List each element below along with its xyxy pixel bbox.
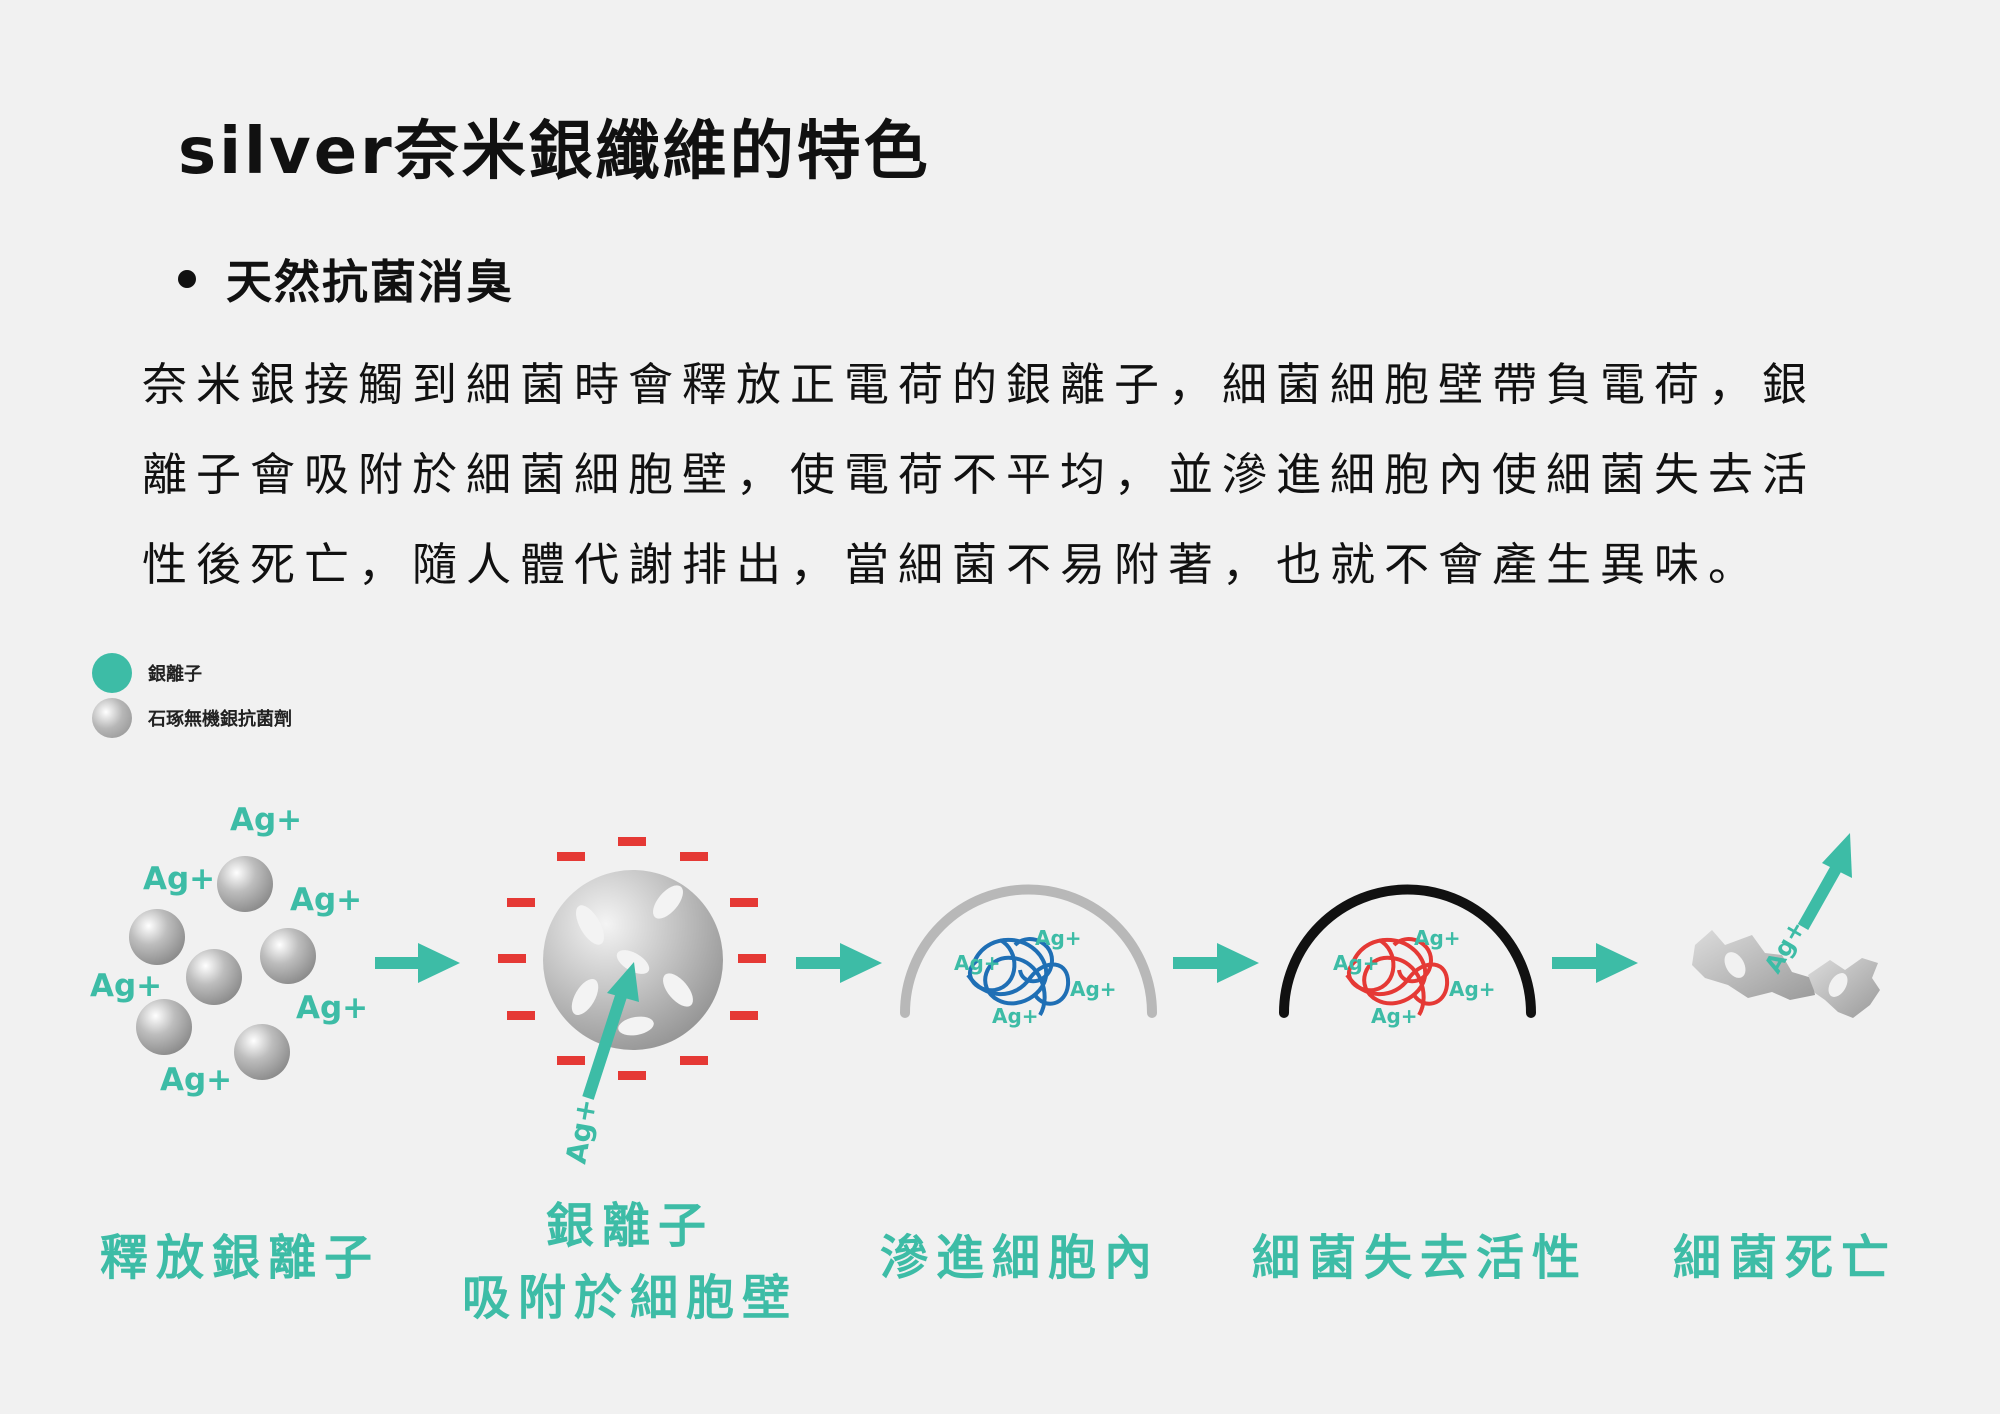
bullet-dot-icon: [178, 270, 196, 288]
ag-label: Ag+: [143, 861, 215, 897]
description-paragraph: 奈米銀接觸到細菌時會釋放正電荷的銀離子，細菌細胞壁帶負電荷，銀 離子會吸附於細菌…: [142, 340, 1862, 610]
inactive-bacteria-icon: [1345, 937, 1450, 1017]
legend-label: 銀離子: [148, 664, 202, 685]
stage-label-line: 銀離子: [545, 1198, 714, 1254]
legend-item-antibacterial-agent: 石琢無機銀抗菌劑: [92, 698, 292, 738]
paragraph-line: 性後死亡，隨人體代謝排出，當細菌不易附著，也就不會產生異味。: [142, 538, 1763, 591]
arrow-right-icon: [796, 943, 882, 983]
teal-dot-icon: [92, 653, 132, 693]
arrow-right-icon: [1173, 943, 1259, 983]
stage-5-death-illustration: Ag+: [1692, 833, 1880, 1018]
sphere-icon: [186, 949, 242, 1005]
ag-label: Ag+: [954, 951, 1001, 975]
negative-charge-marks: [498, 837, 766, 1080]
ag-label: Ag+: [296, 990, 368, 1026]
ag-label: Ag+: [1070, 977, 1117, 1001]
ag-label: Ag+: [1371, 1004, 1418, 1028]
stage-label-adsorb: 銀離子 吸附於細胞壁: [430, 1190, 830, 1334]
ag-label: Ag+: [160, 1062, 232, 1098]
arrow-up-icon: [582, 962, 639, 1100]
feature-heading: 天然抗菌消臭: [226, 255, 514, 309]
broken-cell-icon: [1692, 930, 1815, 1000]
ag-label: Ag+: [1035, 926, 1082, 950]
ag-label: Ag+: [1449, 977, 1496, 1001]
legend-item-silver-ion: 銀離子: [92, 653, 202, 693]
stage-4-inactivate-illustration: Ag+ Ag+ Ag+ Ag+: [1279, 884, 1536, 1028]
legend-label: 石琢無機銀抗菌劑: [148, 709, 292, 730]
stage-1-release-illustration: Ag+ Ag+ Ag+ Ag+ Ag+ Ag+: [90, 802, 368, 1098]
stage-label-inactivate: 細菌失去活性: [1230, 1222, 1610, 1294]
stage-2-adsorb-illustration: Ag+: [498, 837, 766, 1166]
stage-label-line: 細菌失去活性: [1251, 1230, 1588, 1286]
stage-label-line: 滲進細胞內: [879, 1230, 1160, 1286]
ag-label: Ag+: [559, 1096, 603, 1166]
ag-label: Ag+: [1414, 926, 1461, 950]
stage-label-line: 釋放銀離子: [99, 1230, 380, 1286]
sphere-icon: [234, 1024, 290, 1080]
sphere-icon: [129, 909, 185, 965]
stage-3-penetrate-illustration: Ag+ Ag+ Ag+ Ag+: [900, 884, 1157, 1028]
feature-bullet: 天然抗菌消臭: [178, 246, 514, 312]
arrow-up-right-icon: [1797, 833, 1852, 930]
stage-label-line: 吸附於細胞壁: [461, 1270, 798, 1326]
sphere-icon: [136, 999, 192, 1055]
ag-label: Ag+: [992, 1004, 1039, 1028]
ag-label: Ag+: [230, 802, 302, 838]
sphere-icon: [260, 928, 316, 984]
stage-label-release: 釋放銀離子: [90, 1222, 390, 1294]
paragraph-line: 奈米銀接觸到細菌時會釋放正電荷的銀離子，細菌細胞壁帶負電荷，銀: [142, 358, 1817, 411]
stage-label-penetrate: 滲進細胞內: [860, 1222, 1180, 1294]
stage-label-line: 細菌死亡: [1672, 1230, 1897, 1286]
active-bacteria-icon: [966, 937, 1071, 1017]
grey-sphere-icon: [92, 698, 132, 738]
ag-label: Ag+: [290, 882, 362, 918]
sphere-icon: [217, 856, 273, 912]
ag-label: Ag+: [1333, 951, 1380, 975]
paragraph-line: 離子會吸附於細菌細胞壁，使電荷不平均，並滲進細胞內使細菌失去活: [142, 448, 1817, 501]
arrow-right-icon: [1552, 943, 1638, 983]
arrow-right-icon: [375, 943, 460, 983]
stage-label-death: 細菌死亡: [1650, 1222, 1920, 1294]
ag-label: Ag+: [90, 968, 162, 1004]
page-title: silver奈米銀纖維的特色: [178, 115, 931, 189]
